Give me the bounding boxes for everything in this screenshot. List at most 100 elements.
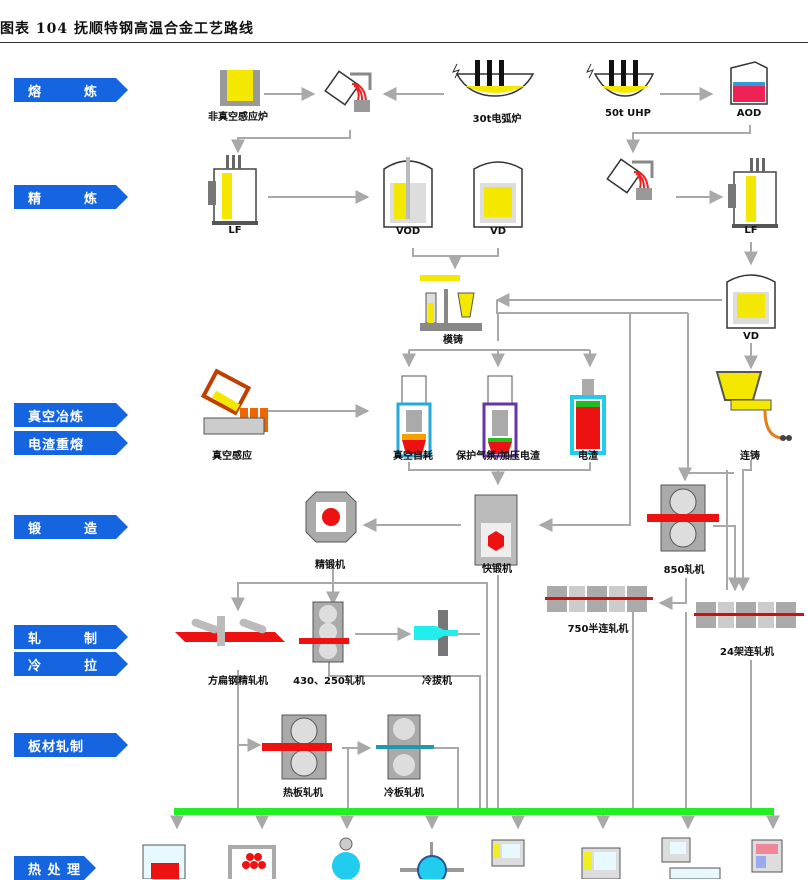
stage-rolling-label: 轧 制 bbox=[14, 625, 116, 649]
label-esr: 电渣 bbox=[578, 451, 598, 462]
continuous-mill-24-icon bbox=[694, 602, 804, 628]
connectors bbox=[231, 87, 758, 808]
stage-arrow-tip bbox=[116, 403, 128, 427]
stage-refining: 精 炼 bbox=[14, 185, 128, 209]
heat-treatment-arrows bbox=[170, 815, 780, 830]
quench-tank-icon bbox=[142, 844, 186, 879]
stage-arrow-tip bbox=[116, 625, 128, 649]
label-vacuum-induction: 真空感应 bbox=[212, 451, 252, 462]
arrow-ingot-to-remelt bbox=[408, 349, 591, 366]
label-lf-left: LF bbox=[228, 225, 242, 236]
stage-arrow-tip bbox=[116, 185, 128, 209]
stage-arrow-tip bbox=[84, 856, 96, 880]
grinding-wheel-icon bbox=[332, 837, 360, 879]
vacuum-arc-remelt-icon bbox=[396, 375, 432, 458]
aod-converter-icon bbox=[730, 61, 768, 105]
stage-arrow-tip bbox=[116, 652, 128, 676]
arrow-ladle-to-lf bbox=[231, 130, 351, 154]
stage-arrow-tip bbox=[116, 733, 128, 757]
label-protective-esr: 保护气氛/加压电渣 bbox=[456, 451, 540, 462]
stage-arrow-tip bbox=[116, 515, 128, 539]
peeling-machine-icon bbox=[400, 842, 464, 879]
fast-forging-icon bbox=[474, 494, 518, 566]
uhp-furnace-icon bbox=[586, 60, 655, 97]
label-cold-plate-mill: 冷板轧机 bbox=[384, 788, 424, 799]
stage-refining-label: 精 炼 bbox=[14, 185, 116, 209]
stage-cold-drawing-label: 冷 拉 bbox=[14, 652, 116, 676]
label-vod: VOD bbox=[395, 226, 421, 237]
stage-melting-label: 熔 炼 bbox=[14, 78, 116, 102]
cold-plate-mill-icon bbox=[376, 714, 434, 780]
stage-esr-label: 电渣重熔 bbox=[14, 431, 116, 455]
arrow-cc-to-24 bbox=[736, 460, 752, 592]
label-vd-right: VD bbox=[742, 331, 760, 342]
label-continuous-casting: 连铸 bbox=[740, 451, 760, 462]
stage-vacuum-metallurgy-label: 真空冶炼 bbox=[14, 403, 116, 427]
stage-forging-label: 锻 造 bbox=[14, 515, 116, 539]
hot-plate-mill-icon bbox=[262, 714, 332, 780]
stage-vacuum-metallurgy: 真空冶炼 bbox=[14, 403, 128, 427]
label-mill-430-250: 430、250轧机 bbox=[293, 676, 365, 687]
label-mill-850: 850轧机 bbox=[663, 565, 705, 576]
distribution-bus bbox=[174, 808, 774, 815]
label-aod: AOD bbox=[736, 108, 762, 119]
arrow-ingot-to-fastforge bbox=[538, 313, 631, 532]
label-cold-drawing: 冷拔机 bbox=[422, 676, 452, 687]
stage-esr: 电渣重熔 bbox=[14, 431, 128, 455]
label-eaf-30t: 30t电弧炉 bbox=[472, 114, 522, 125]
ladle-furnace-icon bbox=[208, 155, 258, 225]
vod-vessel-icon bbox=[383, 157, 433, 228]
ingot-casting-icon bbox=[420, 275, 482, 331]
label-flat-bar-mill: 方扁钢精轧机 bbox=[208, 676, 268, 687]
stage-arrow-tip bbox=[116, 78, 128, 102]
immersion-tester-icon bbox=[661, 837, 721, 879]
precision-forging-icon bbox=[305, 491, 357, 543]
continuous-caster-icon bbox=[715, 371, 792, 441]
label-fast-forging: 快锻机 bbox=[482, 564, 512, 575]
stage-arrow-tip bbox=[116, 431, 128, 455]
mill-850-icon bbox=[647, 484, 719, 552]
heat-furnace-icon bbox=[228, 845, 276, 879]
label-var: 真空自耗 bbox=[393, 451, 433, 462]
flat-bar-mill-icon bbox=[175, 616, 285, 646]
label-precision-forging: 精锻机 bbox=[315, 560, 345, 571]
vd-vessel-icon bbox=[473, 161, 523, 228]
semi-continuous-mill-750-icon bbox=[545, 586, 653, 612]
esr-furnace-icon bbox=[570, 379, 606, 455]
label-uhp-50t: 50t UHP bbox=[605, 108, 651, 119]
arrow-precision-to-flatbar bbox=[231, 560, 334, 612]
stage-plate-rolling: 板材轧制 bbox=[14, 733, 128, 757]
stage-melting: 熔 炼 bbox=[14, 78, 128, 102]
ladle-pour-icon bbox=[324, 70, 372, 112]
cold-drawing-icon bbox=[414, 610, 458, 656]
ultrasonic-tester-icon bbox=[491, 839, 525, 867]
label-semi-continuous-750: 750半连轧机 bbox=[567, 624, 629, 635]
eddy-current-tester-icon bbox=[581, 847, 621, 879]
induction-furnace-icon bbox=[220, 70, 260, 106]
label-continuous-24: 24架连轧机 bbox=[720, 647, 774, 658]
ladle-pour-icon bbox=[606, 158, 654, 200]
vd-vessel-icon bbox=[726, 274, 776, 329]
stage-heat-treatment: 热 处 理 bbox=[14, 856, 96, 880]
title-rule bbox=[0, 42, 808, 43]
spectrometer-icon bbox=[751, 839, 783, 873]
label-ingot-casting: 模铸 bbox=[443, 335, 463, 346]
protective-esr-icon bbox=[482, 375, 518, 458]
stage-rolling: 轧 制 bbox=[14, 625, 128, 649]
figure-title: 图表 104 抚顺特钢高温合金工艺路线 bbox=[0, 21, 254, 37]
stage-cold-drawing: 冷 拉 bbox=[14, 652, 128, 676]
arrow-to-750 bbox=[658, 578, 687, 610]
label-hot-plate-mill: 热板轧机 bbox=[283, 788, 323, 799]
ladle-furnace-icon bbox=[728, 158, 778, 228]
stage-heat-treatment-label: 热 处 理 bbox=[14, 856, 84, 880]
label-lf-right: LF bbox=[744, 225, 758, 236]
arrow-850-to-24 bbox=[713, 525, 742, 592]
stage-forging: 锻 造 bbox=[14, 515, 128, 539]
eaf-icon bbox=[452, 60, 535, 97]
stage-plate-rolling-label: 板材轧制 bbox=[14, 733, 116, 757]
label-non-vacuum-induction: 非真空感应炉 bbox=[208, 112, 268, 123]
arrow-remelt-to-forge bbox=[408, 462, 591, 484]
vacuum-induction-icon bbox=[200, 368, 268, 435]
mill-430-250-icon bbox=[299, 601, 349, 663]
